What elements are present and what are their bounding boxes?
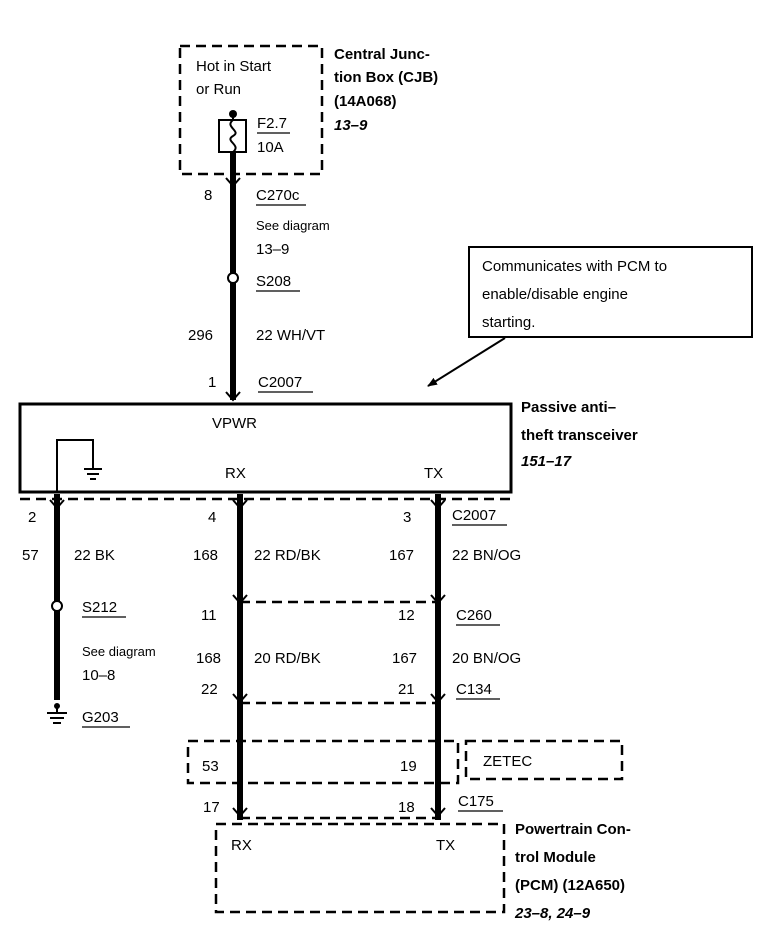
zetec-label: ZETEC bbox=[483, 753, 532, 770]
zetec-label-box bbox=[464, 739, 624, 781]
cjb-name-2: tion Box (CJB) bbox=[334, 69, 438, 86]
pats-tx-label: TX bbox=[424, 465, 443, 482]
tx-gauge-color-mid: 20 BN/OG bbox=[452, 650, 521, 667]
pcm-rx-label: RX bbox=[231, 837, 252, 854]
pcm-box bbox=[214, 822, 506, 914]
tx-circuit-mid: 167 bbox=[392, 650, 417, 667]
pats-internal-ground-wire bbox=[56, 439, 94, 492]
c2007-power-connector: C2007 bbox=[258, 374, 302, 391]
callout-line-1: Communicates with PCM to bbox=[482, 258, 667, 275]
rx-gauge-color-mid: 20 RD/BK bbox=[254, 650, 321, 667]
ground-wire-gauge-color: 22 BK bbox=[74, 547, 115, 564]
c270c-connector: C270c bbox=[256, 187, 300, 204]
rx-circuit-top: 168 bbox=[193, 547, 218, 564]
pcm-name-2: trol Module bbox=[515, 849, 596, 866]
cjb-name-3: (14A068) bbox=[334, 93, 397, 110]
pats-page-ref: 151–17 bbox=[521, 453, 572, 470]
s212-see-diagram: See diagram bbox=[82, 644, 156, 659]
rx-circuit-mid: 168 bbox=[196, 650, 221, 667]
ground-pin: 2 bbox=[28, 509, 36, 526]
g203-ground: G203 bbox=[82, 709, 119, 726]
callout-line-2: enable/disable engine bbox=[482, 286, 628, 303]
s208-splice-dot bbox=[227, 272, 239, 284]
fuse-id: F2.7 bbox=[257, 115, 287, 132]
pats-vpwr-label: VPWR bbox=[212, 415, 257, 432]
ground-circuit-number: 57 bbox=[22, 547, 39, 564]
callout-arrow bbox=[427, 337, 506, 387]
tx-pin-c2007: 3 bbox=[403, 509, 411, 526]
tx-connector-c175: C175 bbox=[458, 793, 494, 810]
rx-pin-c134: 22 bbox=[201, 681, 218, 698]
rx-gauge-color-top: 22 RD/BK bbox=[254, 547, 321, 564]
rx-pin-c175: 17 bbox=[203, 799, 220, 816]
cjb-name: Central Junc- bbox=[334, 46, 430, 63]
cjb-page-ref: 13–9 bbox=[334, 117, 368, 134]
tx-pin-zetec: 19 bbox=[400, 758, 417, 775]
pats-rx-label: RX bbox=[225, 465, 246, 482]
tx-circuit-top: 167 bbox=[389, 547, 414, 564]
rx-pin-c2007: 4 bbox=[208, 509, 216, 526]
s212-splice-dot bbox=[51, 600, 63, 612]
pcm-page-ref: 23–8, 24–9 bbox=[514, 905, 591, 922]
pats-module-box bbox=[18, 402, 513, 494]
fuse-element bbox=[229, 119, 237, 153]
rx-pin-c260: 11 bbox=[201, 607, 217, 624]
rx-pin-zetec: 53 bbox=[202, 758, 219, 775]
s212-see-ref: 10–8 bbox=[82, 667, 115, 684]
s208-splice: S208 bbox=[256, 273, 291, 290]
power-circuit-number: 296 bbox=[188, 327, 213, 344]
power-wire-gauge-color: 22 WH/VT bbox=[256, 327, 325, 344]
tx-pin-c134: 21 bbox=[398, 681, 415, 698]
s212-splice: S212 bbox=[82, 599, 117, 616]
tx-connector-c134: C134 bbox=[456, 681, 492, 698]
tx-pin-c260: 12 bbox=[398, 607, 415, 624]
cjb-box bbox=[178, 44, 324, 176]
zetec-splice-box bbox=[186, 739, 460, 785]
c270c-pin: 8 bbox=[204, 187, 212, 204]
tx-gauge-color-top: 22 BN/OG bbox=[452, 547, 521, 564]
callout-line-3: starting. bbox=[482, 314, 535, 331]
c270c-see-diagram: See diagram bbox=[256, 218, 330, 233]
c270c-connector-mark bbox=[225, 177, 241, 188]
pcm-name: Powertrain Con- bbox=[515, 821, 631, 838]
pats-name: Passive anti– bbox=[521, 399, 616, 416]
c2007-power-pin: 1 bbox=[208, 374, 216, 391]
pcm-name-3: (PCM) (12A650) bbox=[515, 877, 625, 894]
cjb-hot-label-2: or Run bbox=[196, 81, 241, 98]
callout-box bbox=[468, 246, 753, 338]
tx-connector-c2007: C2007 bbox=[452, 507, 496, 524]
ground-icon bbox=[47, 706, 67, 724]
pcm-tx-label: TX bbox=[436, 837, 455, 854]
tx-pin-c175: 18 bbox=[398, 799, 415, 816]
tx-connector-c260: C260 bbox=[456, 607, 492, 624]
cjb-hot-label: Hot in Start bbox=[196, 58, 272, 75]
pats-name-2: theft transceiver bbox=[521, 427, 638, 444]
chassis-ground-icon bbox=[84, 468, 102, 480]
c2007-power-connector-mark bbox=[225, 391, 241, 402]
fuse-rating: 10A bbox=[257, 139, 284, 156]
c270c-see-ref: 13–9 bbox=[256, 241, 289, 258]
